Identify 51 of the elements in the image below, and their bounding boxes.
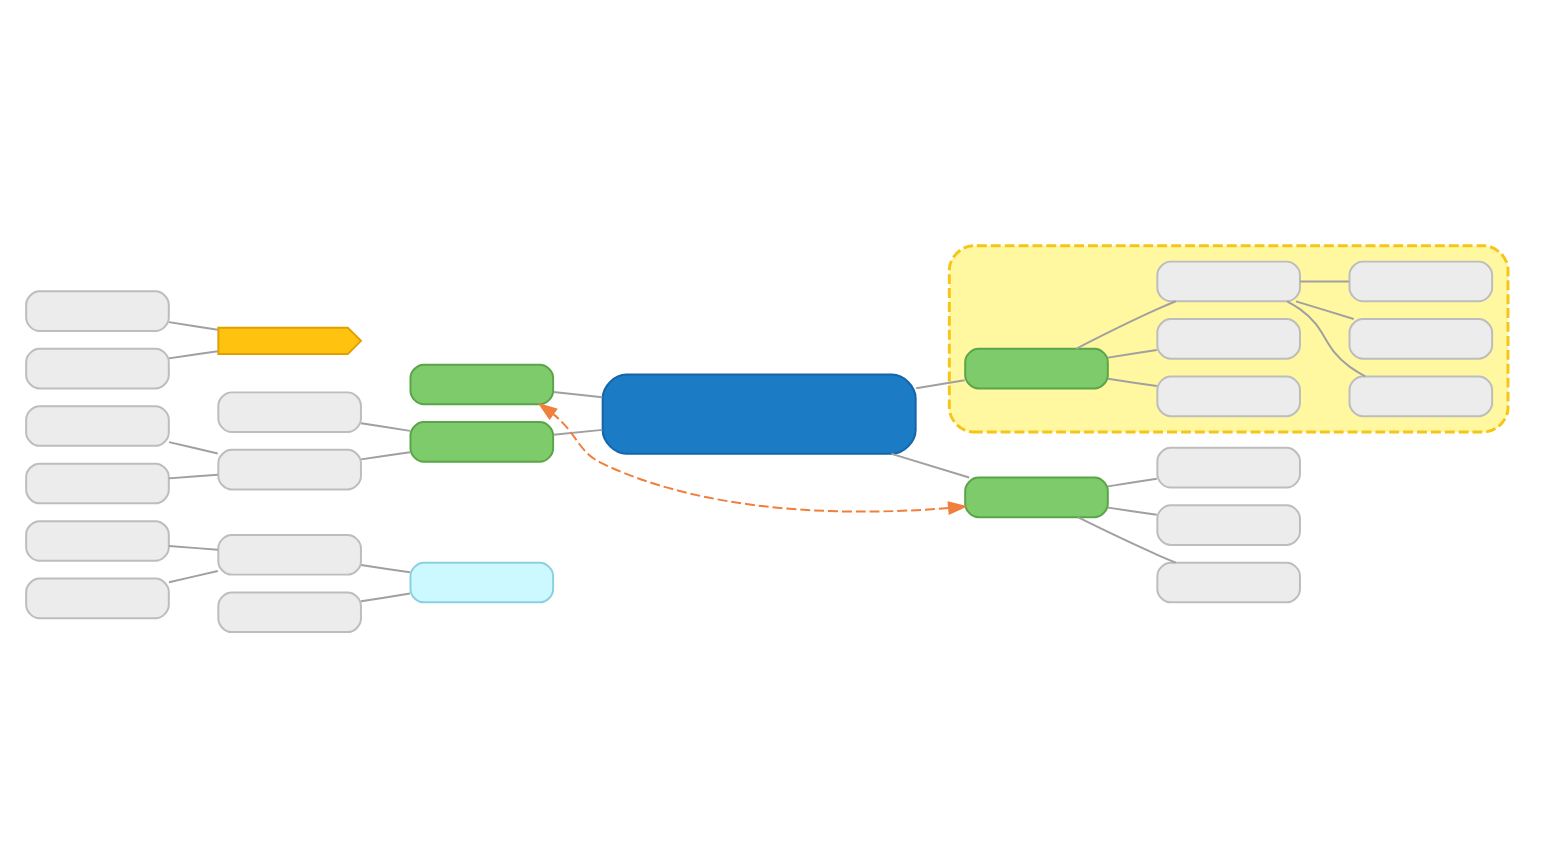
connector — [168, 350, 219, 360]
node-box — [25, 577, 170, 620]
node-box — [1156, 561, 1301, 604]
connector — [1107, 506, 1158, 516]
connector — [360, 564, 411, 574]
connector — [168, 473, 219, 480]
node-box — [1156, 375, 1301, 418]
cluster — [947, 244, 1510, 434]
connector — [168, 545, 219, 551]
connector — [1107, 348, 1158, 359]
node-box — [25, 405, 170, 447]
connector — [915, 379, 966, 390]
connector — [360, 422, 411, 432]
node-box — [964, 347, 1109, 390]
node-box — [25, 520, 170, 562]
node-box — [1348, 375, 1494, 418]
node-box — [964, 476, 1109, 519]
connector — [168, 441, 219, 455]
connector — [552, 391, 604, 399]
node-box — [1156, 504, 1301, 546]
node-box — [601, 373, 917, 455]
connector — [890, 452, 971, 479]
connector — [168, 570, 219, 584]
node-box — [217, 534, 362, 576]
connector — [360, 451, 411, 461]
node-box — [409, 421, 555, 463]
connector — [1107, 377, 1158, 387]
node-callout — [217, 326, 363, 356]
node-box — [1348, 260, 1494, 303]
node-box — [217, 391, 362, 433]
node-box — [409, 561, 555, 604]
node-box — [217, 448, 362, 491]
connector — [1286, 300, 1367, 378]
node-box — [1156, 318, 1301, 360]
node-box — [1348, 318, 1494, 360]
node-box — [1156, 260, 1301, 303]
connector — [1294, 300, 1355, 320]
node-box — [25, 290, 170, 332]
node-box — [217, 591, 362, 634]
arrow — [537, 402, 968, 515]
connector — [168, 321, 219, 331]
connector — [1075, 300, 1177, 350]
node-box — [25, 347, 170, 390]
connector — [1076, 516, 1177, 564]
node-box — [25, 462, 170, 505]
node-box — [409, 363, 555, 406]
connector — [552, 428, 604, 436]
connector — [1107, 477, 1158, 488]
connector — [360, 592, 411, 603]
connector — [1299, 280, 1350, 283]
node-box — [1156, 446, 1301, 489]
